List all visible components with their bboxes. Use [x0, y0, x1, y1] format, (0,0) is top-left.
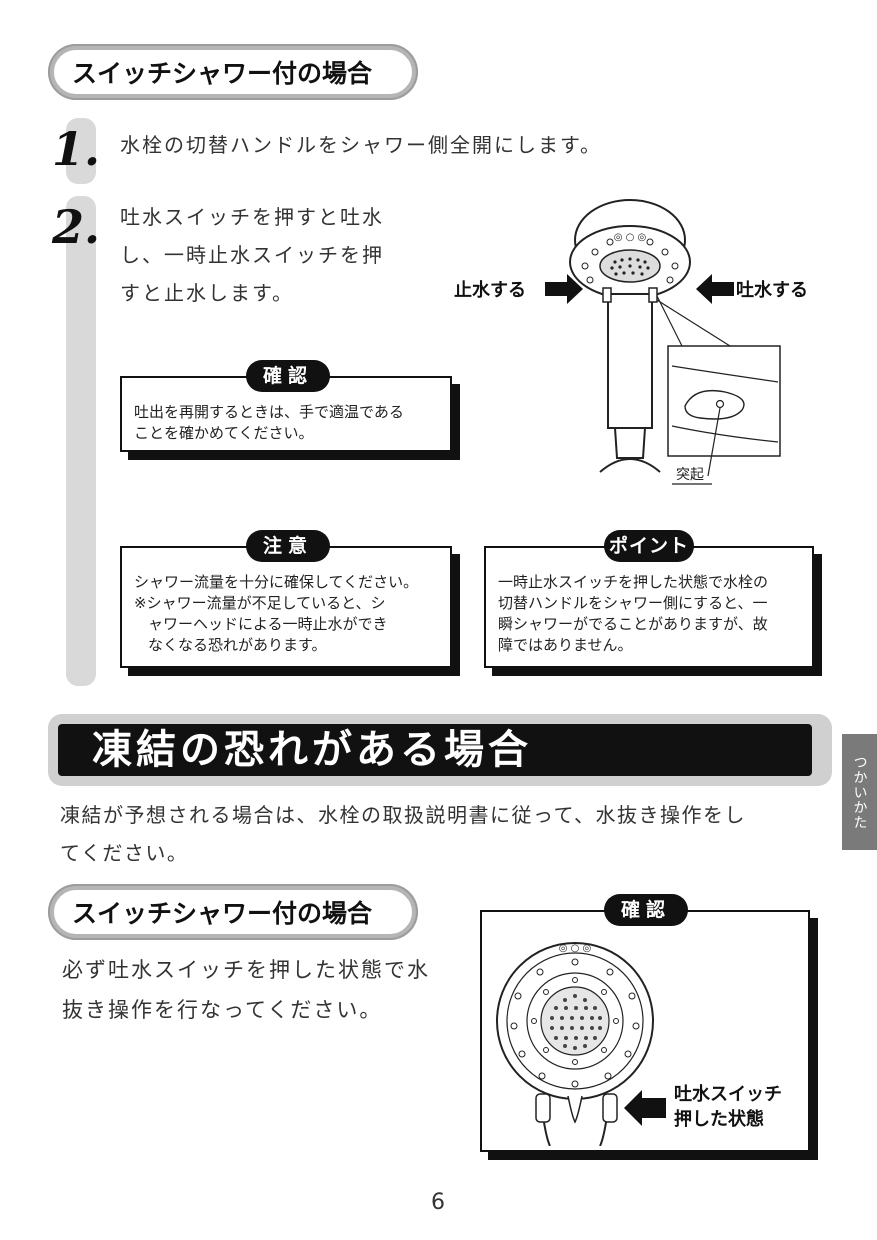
- caution-box: [120, 546, 452, 668]
- flow-water-label: 吐水する: [736, 280, 808, 301]
- section-heading-switch-shower-2: スイッチシャワー付の場合: [48, 884, 418, 940]
- caution-text: シャワー流量を十分に確保してください。 ※シャワー流量が不足していると、シ ャワ…: [134, 573, 419, 654]
- svg-text:◎ ○ ◎: ◎ ○ ◎: [559, 943, 592, 954]
- step1-bar: [66, 118, 96, 184]
- stop-water-label: 止水する: [454, 280, 526, 301]
- switch-pressed-label: 吐水スイッチ 押した状態: [674, 1084, 782, 1130]
- shower-head-front-diagram: ◎ ○ ◎: [496, 942, 666, 1146]
- freeze-section-title: 凍結の恐れがある場合: [92, 727, 532, 773]
- bump-label: 突起: [676, 467, 704, 483]
- caution-tag: 注意: [246, 530, 330, 562]
- step1-number: 1.: [52, 122, 101, 176]
- confirm-tag: 確認: [246, 360, 330, 392]
- section-heading-switch-shower: スイッチシャワー付の場合: [48, 44, 418, 100]
- step2-text: 吐水スイッチを押すと吐水 し、一時止水スイッチを押 すと止水します。: [120, 205, 384, 305]
- side-tab-usage[interactable]: つかいかた: [842, 734, 877, 850]
- step2-bar: [66, 196, 96, 686]
- point-tag: ポイント: [604, 530, 694, 562]
- shower-head-diagram: ◎ ○ ◎: [545, 199, 781, 485]
- point-text: 一時止水スイッチを押した状態で水栓の 切替ハンドルをシャワー側にすると、一 瞬シ…: [498, 573, 769, 654]
- step2-number: 2.: [52, 200, 101, 254]
- section-heading-text-2: スイッチシャワー付の場合: [72, 899, 373, 928]
- freeze-section-banner: 凍結の恐れがある場合: [48, 714, 832, 786]
- freeze-intro-text: 凍結が予想される場合は、水栓の取扱説明書に従って、水抜き操作をし てください。: [60, 803, 746, 865]
- section-heading-text: スイッチシャワー付の場合: [72, 59, 373, 88]
- point-box: [484, 546, 814, 668]
- page-number: 6: [431, 1190, 445, 1215]
- step1-text: 水栓の切替ハンドルをシャワー側全開にします。: [120, 133, 602, 157]
- confirm-tag-2: 確認: [604, 894, 688, 926]
- svg-text:◎ ○ ◎: ◎ ○ ◎: [614, 232, 647, 243]
- confirm-text: 吐出を再開するときは、手で適温である ことを確かめてください。: [134, 403, 404, 442]
- drain-instruction-text: 必ず吐水スイッチを押した状態で水 抜き操作を行なってください。: [62, 958, 430, 1022]
